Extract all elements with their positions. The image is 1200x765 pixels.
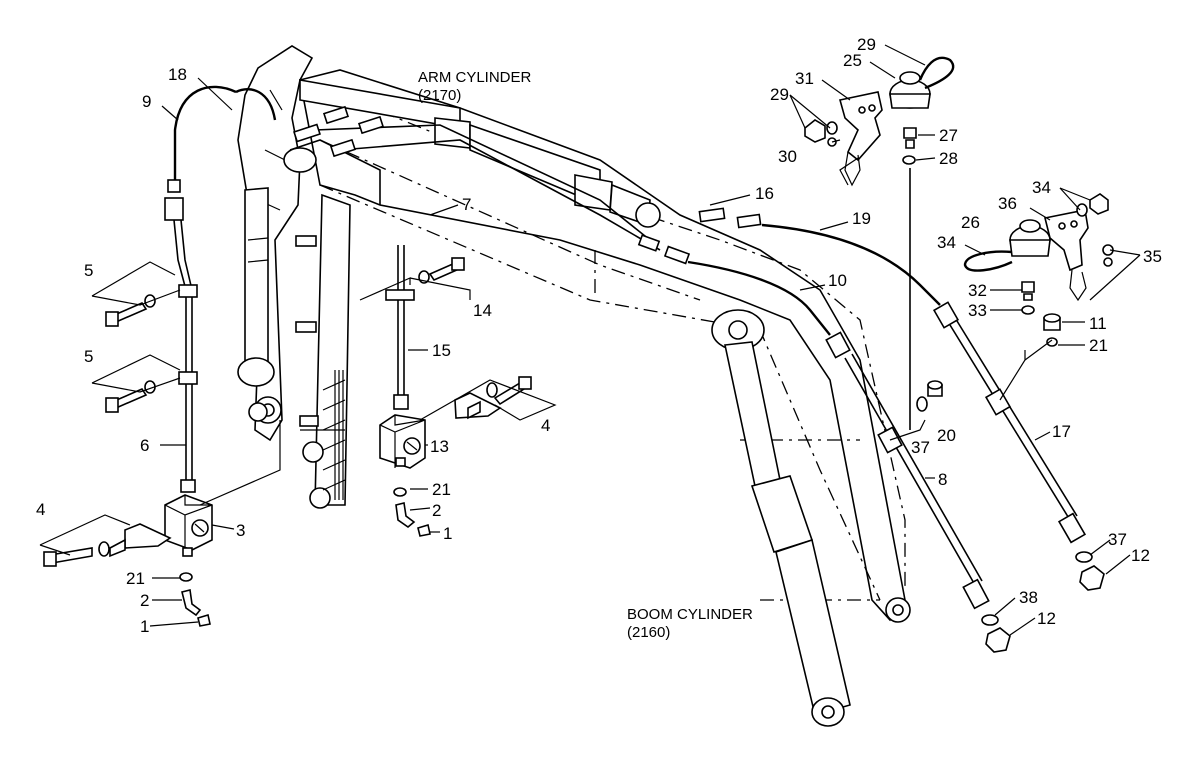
part-label-19: 19 [852,209,871,228]
part-label-5-lower: 5 [84,347,93,366]
part-label-11: 11 [1089,314,1107,333]
left-lube-line [43,85,319,627]
part-label-10: 10 [828,271,847,290]
part-label-25: 25 [843,51,862,70]
part-label-28: 28 [939,149,958,168]
part-label-37-mid: 37 [911,438,930,457]
part-label-34-left: 34 [937,233,956,252]
part-label-12-lower: 12 [1037,609,1056,628]
part-label-17: 17 [1052,422,1071,441]
part-label-21-center: 21 [432,480,451,499]
part-label-1-left: 1 [140,617,149,636]
grease-cup-25-group [804,56,955,430]
part-label-12-right: 12 [1131,546,1150,565]
part-label-26: 26 [961,213,980,232]
part-label-16: 16 [755,184,774,203]
boom-assembly [283,69,911,623]
part-label-21-right: 21 [1089,336,1108,355]
arm-hoses [293,105,762,265]
part-label-5-upper: 5 [84,261,93,280]
boom-cylinder-code: (2160) [627,624,670,641]
part-label-20: 20 [937,426,956,445]
part-label-37-right: 37 [1108,530,1127,549]
center-lube-line [379,245,532,537]
leader-lines [39,44,1141,636]
arm-assembly [237,45,314,442]
part-label-3: 3 [236,521,245,540]
boom-cylinder [711,309,851,727]
part-label-34-top: 34 [1032,178,1051,197]
part-label-4-center: 4 [541,416,550,435]
part-label-14: 14 [473,301,492,320]
part-label-33: 33 [968,301,987,320]
part-label-29-top: 29 [857,35,876,54]
part-label-1-center: 1 [443,524,452,543]
part-label-9: 9 [142,92,151,111]
part-label-2-left: 2 [140,591,149,610]
part-label-13: 13 [430,437,449,456]
boom-cylinder-title: BOOM CYLINDER [627,606,753,623]
grease-cup-26-group [916,193,1114,412]
part-label-30: 30 [778,147,797,166]
part-label-4-left: 4 [36,500,45,519]
part-label-35: 35 [1143,247,1162,266]
part-label-27: 27 [939,126,958,145]
part-label-36: 36 [998,194,1017,213]
part-label-2-center: 2 [432,501,441,520]
part-label-32: 32 [968,281,987,300]
arm-cylinder-title: ARM CYLINDER [418,69,532,86]
part-label-29-left: 29 [770,85,789,104]
part-label-7: 7 [462,195,471,214]
arm-cylinder-code: (2170) [418,87,461,104]
hose-19-line-17 [761,223,1105,591]
part-label-21-left: 21 [126,569,145,588]
part-label-8: 8 [938,470,947,489]
part-label-6: 6 [140,436,149,455]
part-label-31: 31 [795,69,814,88]
part-label-38: 38 [1019,588,1038,607]
part-label-18: 18 [168,65,187,84]
part-label-15: 15 [432,341,451,360]
